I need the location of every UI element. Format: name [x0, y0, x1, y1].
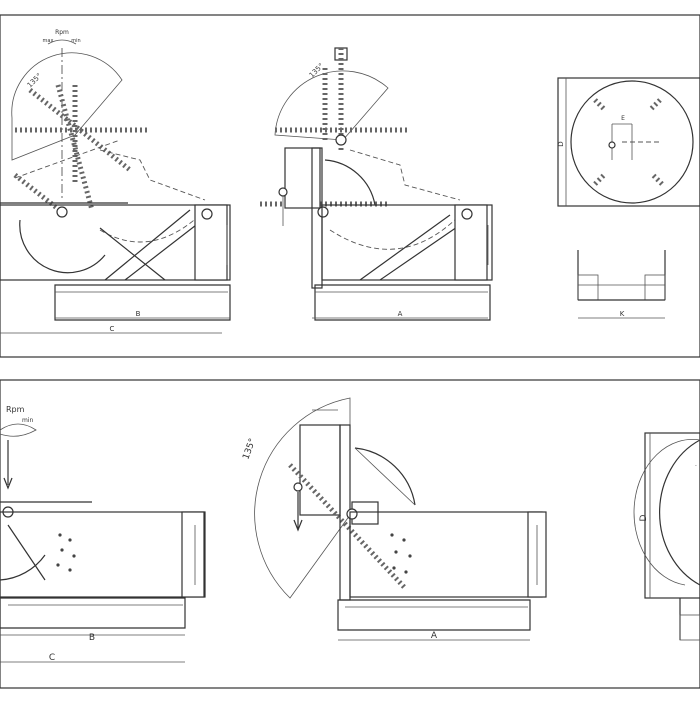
machine-base: [337, 599, 531, 631]
tilt-angle-label: 135°: [26, 72, 44, 90]
dim-b-label: B: [136, 310, 141, 318]
upper-block: [284, 147, 321, 209]
dim-d-label: D: [557, 141, 565, 146]
rpm-label: Rpm: [6, 405, 25, 414]
machine-body: [349, 511, 543, 598]
dim-c-label: C: [49, 653, 55, 663]
dim-a-label: A: [431, 631, 438, 641]
rotation-arrow-icon: [47, 39, 77, 45]
bottom-panel: Rpm min B C: [0, 379, 700, 689]
machine-base: [0, 597, 186, 629]
table-ghost: [14, 139, 121, 179]
center-mark-icon: [608, 141, 616, 149]
rpm-max-label: max: [43, 38, 54, 44]
dim-k-label: K: [620, 310, 625, 318]
bottom-view-2-side-elevation: 135° A: [241, 397, 547, 641]
top-view-2-side-elevation: 135° A: [260, 47, 493, 321]
top-panel-frame: [0, 14, 700, 358]
scissor-arm-1: [104, 209, 191, 281]
dim-d-label: D: [639, 514, 649, 521]
bottom-view-3-plan: D ·: [633, 432, 700, 641]
swing-path-2: [329, 214, 461, 250]
t-slot: [593, 98, 607, 112]
plan-frame: [557, 77, 700, 207]
arrow-down-icon: [3, 477, 13, 490]
swing-path: [349, 149, 461, 201]
top-view-1-side-elevation: Rpm max min 135°: [0, 29, 231, 334]
table-tilted: [288, 463, 407, 590]
turntable-disk: [0, 554, 46, 581]
pivot-icon: [56, 206, 68, 218]
t-slot: [650, 172, 664, 186]
machine-base: [314, 284, 491, 321]
load-point-icon: [278, 187, 288, 197]
turntable-disk: [354, 447, 416, 506]
tilt-angle-label: 135°: [308, 62, 326, 80]
rpm-label: Rpm: [55, 29, 69, 36]
top-view-3-plan-and-end: E D K: [557, 77, 700, 319]
load-point-icon: [293, 482, 303, 492]
pivot-icon: [346, 508, 358, 520]
swing-path: [99, 149, 206, 201]
plan-frame: [644, 432, 700, 599]
pivot-icon-2: [317, 206, 329, 218]
turntable-plan-circle: [659, 439, 700, 586]
side-column: [181, 511, 205, 598]
scissor-arm-2: [124, 221, 201, 281]
machine-body: [321, 204, 493, 281]
tilt-sector: [11, 52, 123, 161]
tilt-sector: [254, 397, 351, 599]
scissor-arm-1: [359, 214, 451, 281]
turntable-plan-circle: [570, 80, 694, 204]
top-panel: Rpm max min 135°: [0, 14, 700, 358]
dim-b-label: B: [89, 633, 95, 643]
rpm-min-label: min: [22, 417, 34, 424]
upper-block: [299, 424, 341, 516]
svg-text:·: ·: [695, 463, 697, 470]
t-slot: [593, 172, 607, 186]
table-tilted-2: [13, 173, 64, 214]
scissor-arm-2: [379, 224, 461, 281]
t-slot: [648, 98, 662, 112]
scissor-arm-3: [99, 227, 166, 281]
bolt-pattern: [56, 533, 76, 572]
table-tilted: [55, 84, 95, 211]
swing-path-2: [99, 214, 201, 243]
machine-body: [0, 511, 206, 598]
hinge-icon: [201, 208, 213, 220]
bottom-view-1-side-elevation: Rpm min B C: [0, 405, 206, 663]
pivot-icon: [335, 134, 347, 146]
bolt-pattern: [390, 533, 412, 574]
bottom-panel-frame: [0, 379, 700, 689]
machine-base: [54, 284, 231, 321]
turntable-disk: [19, 219, 106, 274]
rotation-arrow-icon: [0, 423, 37, 437]
tilt-angle-label: 135°: [241, 437, 258, 461]
dim-e-label: E: [621, 115, 625, 122]
hinge-icon: [461, 208, 473, 220]
side-column: [454, 204, 488, 281]
table-diagonal: [28, 88, 132, 172]
turntable-disk: [324, 159, 376, 206]
dim-c-label: C: [110, 325, 115, 333]
machine-body: [0, 204, 231, 281]
dim-a-label: A: [398, 310, 403, 318]
rpm-min-label: min: [71, 38, 80, 44]
